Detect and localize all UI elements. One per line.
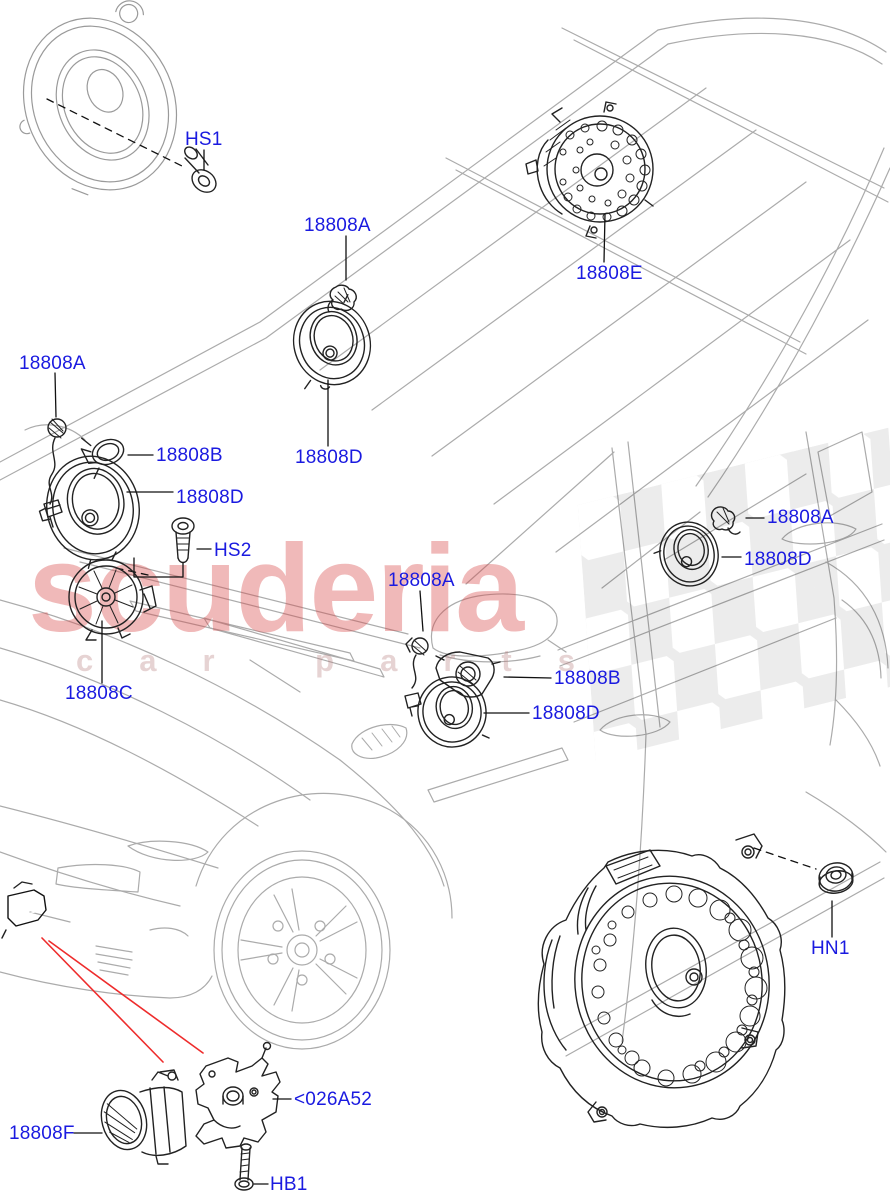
bumper-speaker-part-drawing [100,1069,187,1165]
part-label-18808a-pillar[interactable]: 18808A [19,353,86,374]
subwoofer-drawing [537,833,786,1129]
screw-hs1-drawing [184,146,217,193]
front-door-tweeter-drawing [435,651,501,698]
roof-speaker-drawing [292,294,372,390]
red-callout-line-1 [41,937,164,1063]
part-label-18808d-front-door[interactable]: 18808D [532,703,600,724]
part-label-026a52[interactable]: <026A52 [294,1089,373,1110]
part-label-18808a-roof-front[interactable]: 18808A [304,215,371,236]
part-label-18808a-rear-door[interactable]: 18808A [767,507,834,528]
cowl-speaker-drawing [68,551,157,641]
parts-group [1,98,854,1191]
nut-hn1-drawing [818,862,854,894]
assembly-dashed-line-hs1 [46,98,187,169]
rear-door-speaker-drawing [653,521,719,587]
part-label-18808d-rear-door[interactable]: 18808D [744,549,812,570]
large-speaker-rear-view-drawing [19,0,178,196]
instrument-panel-speaker-drawing [38,455,140,569]
part-label-18808a-mirror[interactable]: 18808A [388,570,455,591]
speaker-bracket-drawing [195,1041,281,1149]
screw-hs2-drawing [171,517,195,564]
leader-lines [54,149,833,1185]
part-label-18808f[interactable]: 18808F [9,1123,75,1144]
part-label-hb1[interactable]: HB1 [270,1174,308,1195]
rear-roof-speaker-drawing [525,101,654,239]
part-label-18808b-ip[interactable]: 18808B [156,445,223,466]
part-label-hs1[interactable]: HS1 [185,129,223,150]
bolt-hb1-drawing [234,1143,254,1191]
car-body-outline [0,17,890,1057]
front-door-speaker-drawing [411,676,490,748]
part-label-18808d-roof[interactable]: 18808D [295,447,363,468]
part-label-hs2[interactable]: HS2 [214,540,252,561]
part-label-hn1[interactable]: HN1 [811,938,850,959]
part-label-18808c[interactable]: 18808C [65,683,133,704]
bumper-speaker-installed-drawing [1,881,47,939]
mirror-tweeter-wire-drawing [404,637,429,717]
a-pillar-tweeter-wire-drawing [43,418,67,528]
rear-door-tweeter-clip-drawing [710,506,741,535]
red-callout-line-2 [48,940,204,1054]
part-label-18808e[interactable]: 18808E [576,263,643,284]
part-label-18808d-ip[interactable]: 18808D [176,487,244,508]
assembly-dashed-line-hn1 [753,847,817,870]
part-label-18808b-front-door[interactable]: 18808B [554,668,621,689]
